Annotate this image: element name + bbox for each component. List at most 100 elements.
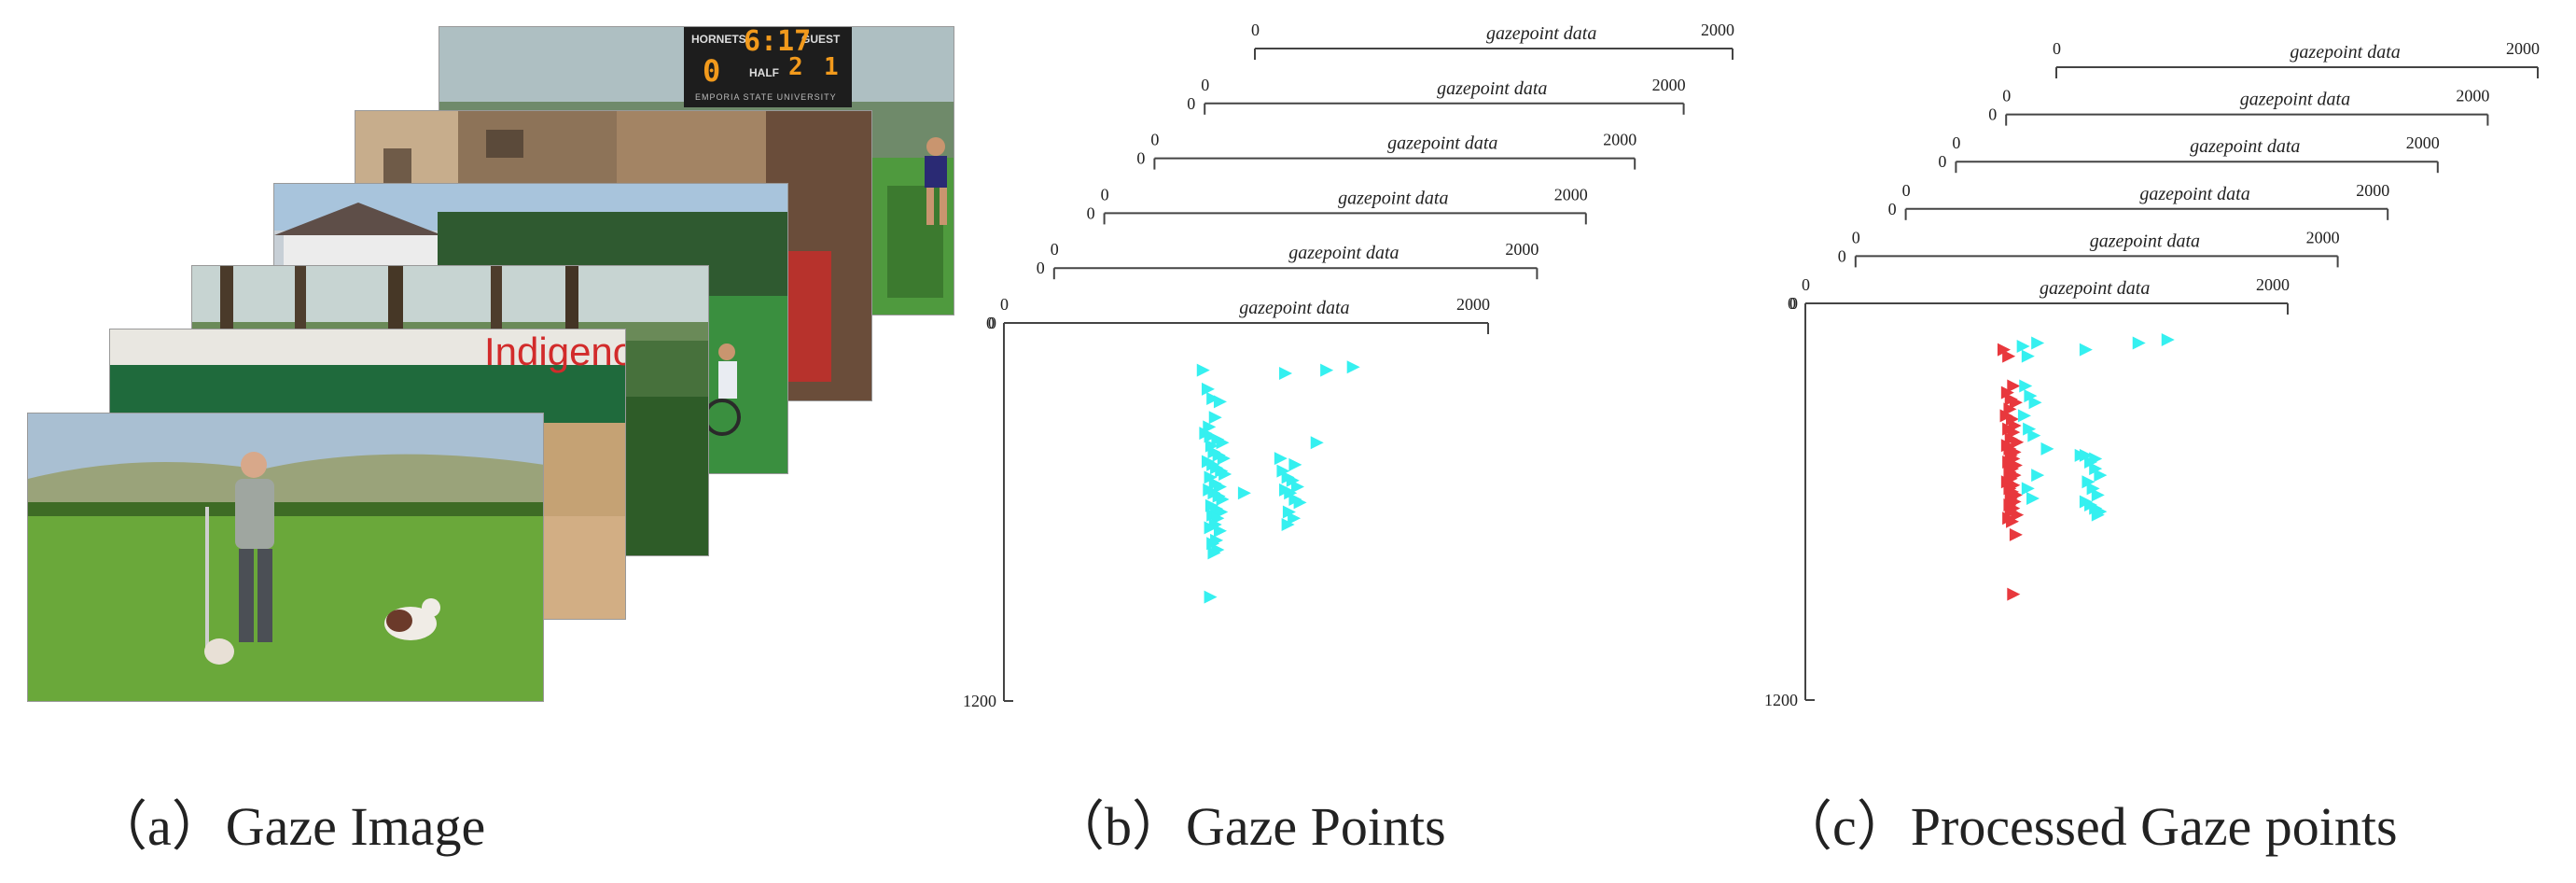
x-tick-label: 2000	[1554, 185, 1588, 203]
layer-title: gazepoint data	[2040, 278, 2150, 299]
layer-title: gazepoint data	[2290, 42, 2400, 63]
scoreboard-home-score: 0	[703, 53, 721, 89]
gaze-point	[1216, 436, 1230, 450]
gaze-point	[2019, 379, 2033, 393]
y-tick-label: 0	[1789, 294, 1798, 313]
gaze-point	[2016, 340, 2030, 354]
gaze-point	[2023, 422, 2037, 436]
gaze-point	[1204, 521, 1218, 535]
gaze-point	[1204, 470, 1218, 484]
gaze-point	[2009, 527, 2023, 541]
x-tick-label: 2000	[2306, 228, 2340, 246]
x-tick-label: 2000	[1603, 131, 1636, 149]
layer-title: gazepoint data	[2190, 136, 2300, 157]
x-tick-label: 0	[1000, 295, 1009, 314]
gaze-point	[1281, 518, 1295, 531]
x-tick-label: 2000	[2406, 133, 2440, 152]
x-tick-label: 0	[1051, 240, 1059, 259]
gaze-point	[2091, 508, 2105, 522]
scoreboard-guest-label: GUEST	[801, 33, 841, 46]
gaze-point	[2031, 469, 2045, 483]
gaze-point	[2089, 462, 2103, 476]
gaze-point	[2021, 482, 2035, 496]
gaze-point	[2007, 587, 2021, 601]
x-tick-label: 0	[1902, 181, 1911, 200]
gaze-point	[1213, 524, 1227, 538]
x-tick-label: 2000	[1652, 76, 1686, 94]
gaze-point	[1310, 436, 1324, 450]
y-tick-label: 1200	[1764, 691, 1798, 709]
gaze-point	[1320, 363, 1334, 377]
gaze-point	[2082, 475, 2096, 489]
gaze-point	[1293, 496, 1307, 510]
gaze-point	[2002, 456, 2016, 469]
y-tick-label: 0	[986, 314, 995, 332]
caption-b: （b）Gaze Points	[1051, 796, 1446, 857]
gaze-point	[2009, 396, 2023, 410]
caption-c: （c）Processed Gaze points	[1778, 796, 2398, 857]
gaze-point	[2086, 482, 2100, 496]
gaze-point	[2026, 491, 2040, 505]
layer-title: gazepoint data	[1486, 23, 1596, 44]
scoreboard-home-label: HORNETS	[691, 33, 746, 46]
y-tick-label: 0	[1037, 259, 1045, 277]
gaze-point	[2007, 379, 2021, 393]
gaze-point	[2006, 514, 2020, 528]
gaze-point	[1206, 392, 1220, 405]
y-tick-label: 0	[988, 314, 996, 332]
layer-title: gazepoint data	[1437, 78, 1547, 99]
layer-title: gazepoint data	[1387, 133, 1497, 154]
scoreboard-time: 6:17	[744, 26, 812, 58]
scoreboard-half: 2	[788, 53, 803, 81]
gaze-point	[1274, 452, 1288, 466]
gaze-point	[2017, 409, 2031, 423]
layer-title: gazepoint data	[1338, 188, 1448, 208]
y-tick-label: 0	[1187, 94, 1195, 113]
gaze-point	[2027, 428, 2041, 442]
y-tick-label: 0	[1888, 200, 1897, 218]
y-tick-label: 0	[1988, 105, 1997, 124]
gaze-point	[1213, 395, 1227, 409]
scoreboard-footer: EMPORIA STATE UNIVERSITY	[695, 92, 837, 102]
x-tick-label: 0	[1201, 76, 1209, 94]
gaze-point	[1288, 457, 1302, 471]
photo-man-walking-dogs	[27, 413, 544, 702]
gaze-point	[2161, 332, 2175, 346]
y-tick-label: 1200	[963, 692, 996, 710]
gaze-point	[1284, 486, 1298, 500]
gaze-point	[2084, 456, 2098, 469]
x-tick-label: 0	[1101, 185, 1109, 203]
y-tick-label: 0	[1087, 203, 1095, 222]
x-tick-label: 0	[2002, 87, 2011, 105]
sign-text: Indigeno	[484, 329, 626, 373]
layer-title: gazepoint data	[2090, 231, 2200, 251]
gaze-point	[1276, 464, 1290, 478]
x-tick-label: 0	[1802, 275, 1810, 294]
gaze-point	[1201, 382, 1215, 396]
x-tick-label: 2000	[1701, 21, 1734, 39]
gaze-point	[1290, 480, 1304, 494]
scoreboard-half-label: HALF	[749, 66, 779, 79]
gaze-point	[1213, 480, 1227, 494]
gaze-point	[2003, 402, 2017, 416]
gaze-point	[2028, 396, 2042, 410]
gaze-point	[1997, 343, 2011, 357]
gaze-point	[2031, 336, 2045, 350]
scoreboard-guest-score: 1	[824, 53, 839, 81]
caption-a: （a）Gaze Image	[93, 796, 486, 857]
y-tick-label: 0	[1938, 152, 1946, 171]
gaze-point	[1282, 505, 1296, 519]
gaze-point	[1237, 486, 1251, 500]
x-tick-label: 0	[1952, 133, 1960, 152]
y-tick-label: 0	[1136, 149, 1145, 168]
gaze-point	[2040, 442, 2054, 456]
gaze-point	[2000, 385, 2014, 399]
gaze-point	[1206, 537, 1220, 551]
x-tick-label: 2000	[1456, 295, 1490, 314]
gaze-point	[2079, 448, 2093, 462]
gaze-point	[1217, 452, 1231, 466]
layer-title: gazepoint data	[2139, 184, 2249, 204]
